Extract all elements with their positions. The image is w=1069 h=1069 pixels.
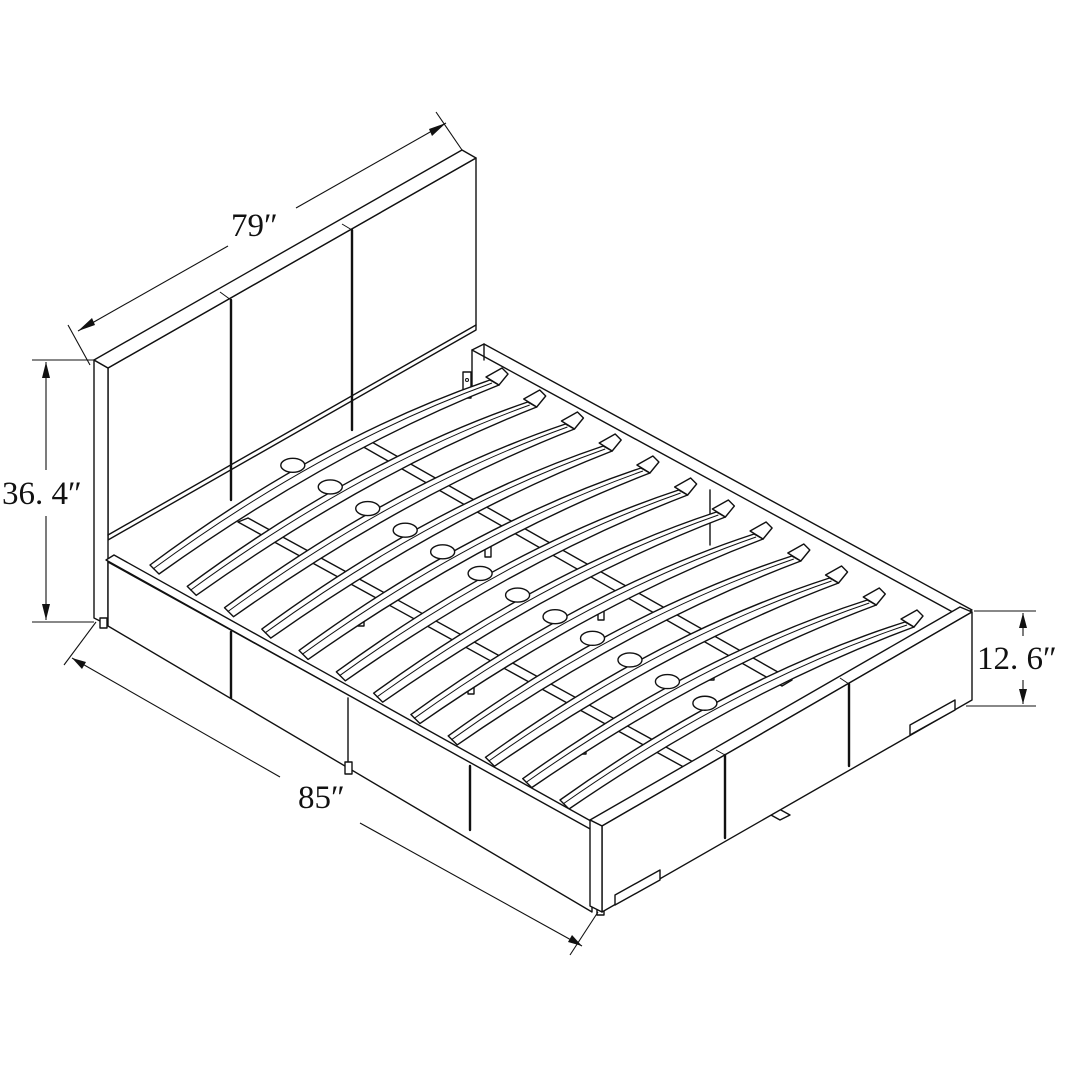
- slats: [149, 367, 924, 810]
- slat: [372, 499, 736, 703]
- footboard-height-dimension-label: 12. 6″: [975, 641, 1059, 677]
- headboard-height-dimension-label: 36. 4″: [0, 476, 84, 512]
- dimension-width: [67, 111, 463, 366]
- slat: [298, 455, 660, 661]
- dimension-length: [63, 621, 599, 956]
- dimension-headboard-height: [32, 359, 94, 623]
- headboard: [93, 149, 477, 629]
- slat: [484, 565, 849, 767]
- slat: [186, 389, 547, 597]
- slat: [447, 543, 811, 746]
- slat: [559, 609, 924, 810]
- slat: [335, 477, 698, 682]
- slat: [522, 587, 886, 789]
- slat: [410, 521, 773, 725]
- slat: [149, 367, 509, 575]
- length-dimension-label: 85″: [296, 780, 347, 816]
- dimension-footboard-height: [966, 610, 1036, 707]
- slat: [223, 411, 585, 618]
- slat: [261, 433, 622, 639]
- footboard: [589, 606, 973, 913]
- width-dimension-label: 79″: [229, 208, 280, 244]
